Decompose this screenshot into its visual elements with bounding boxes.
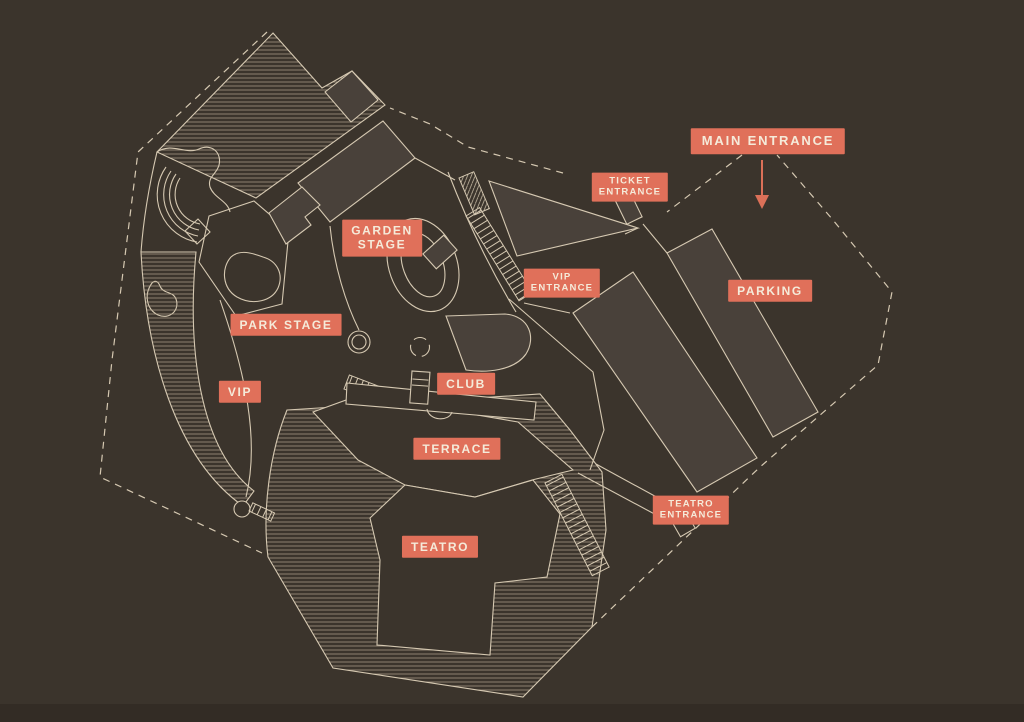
stairs-teatro: [544, 473, 610, 577]
ticket-funnel-line: [642, 223, 668, 254]
label-teatro-entrance-line1: TEATRO: [668, 498, 714, 510]
label-club-text: CLUB: [446, 376, 486, 391]
mini-stairs-gate: [248, 502, 276, 522]
label-ticket-entrance-line2: ENTRANCE: [598, 187, 662, 198]
vip-walkway-road: [447, 171, 517, 313]
vip-area-curve: [219, 299, 252, 498]
label-teatro-text: TEATRO: [410, 539, 470, 554]
label-teatro: TEATRO: [401, 535, 479, 559]
label-parking-text: PARKING: [737, 283, 803, 298]
circle-feature-inner: [351, 334, 367, 350]
circle-feature-broken: [409, 336, 431, 358]
garden-small-building: [184, 218, 211, 245]
pond: [223, 251, 281, 303]
club-bump: [426, 408, 453, 420]
club-tower: [409, 370, 431, 405]
label-main-entrance-text: MAIN ENTRANCE: [701, 133, 835, 149]
fan-building: [445, 313, 532, 372]
label-garden-stage-line1: GARDEN: [351, 223, 413, 238]
club-building: [345, 382, 537, 421]
circle-feature-outer: [347, 330, 371, 354]
label-club: CLUB: [437, 372, 495, 396]
park-stage-area: [198, 200, 290, 317]
parking-strip-west: [572, 271, 758, 493]
label-vip-entrance-line1: VIP: [552, 271, 572, 283]
label-teatro-entrance-line2: ENTRANCE: [659, 510, 723, 521]
label-park-stage: PARK STAGE: [230, 313, 342, 337]
label-ticket-entrance: TICKET ENTRANCE: [591, 172, 669, 202]
road-curve-west: [329, 225, 360, 331]
label-terrace-text: TERRACE: [422, 441, 492, 456]
road-lane-east: [523, 302, 571, 314]
boundary-main-to-ticket: [666, 154, 743, 213]
label-parking: PARKING: [728, 279, 812, 303]
road-to-teatro-entrance: [508, 298, 605, 471]
label-vip-entrance-line2: ENTRANCE: [530, 283, 594, 294]
building-notched: [268, 186, 321, 245]
label-vip: VIP: [218, 380, 262, 404]
vip-entrance-ramp: [458, 171, 491, 216]
bottom-edge-band: [0, 704, 1024, 722]
label-main-entrance: MAIN ENTRANCE: [690, 128, 846, 154]
hatched-crescent-vip: [140, 251, 255, 507]
amphitheater-arcs: [156, 166, 201, 243]
garden-left-edge: [140, 151, 158, 253]
label-teatro-entrance: TEATRO ENTRANCE: [652, 495, 730, 525]
wedge-building: [488, 180, 641, 257]
label-garden-stage: GARDEN STAGE: [342, 219, 422, 257]
garden-path-outline: [156, 146, 231, 213]
label-garden-stage-line2: STAGE: [357, 238, 407, 252]
ticket-funnel-line-2: [624, 227, 639, 235]
building-small-north: [324, 70, 379, 123]
label-vip-entrance: VIP ENTRANCE: [523, 268, 601, 298]
boundary-west: [99, 31, 268, 554]
link-building-ramp: [414, 157, 456, 181]
entrance-arrow-icon: [755, 160, 769, 209]
label-terrace: TERRACE: [413, 437, 501, 461]
circle-gate: [233, 500, 251, 518]
label-ticket-entrance-line1: TICKET: [609, 175, 651, 187]
teatro-entrance-walkway-2: [595, 463, 663, 501]
boundary-north: [389, 107, 564, 174]
parking-strip-east: [666, 228, 819, 438]
label-park-stage-text: PARK STAGE: [239, 317, 333, 332]
label-vip-text: VIP: [227, 384, 253, 399]
track-stage-block: [422, 234, 458, 270]
teatro-building: [369, 479, 561, 656]
